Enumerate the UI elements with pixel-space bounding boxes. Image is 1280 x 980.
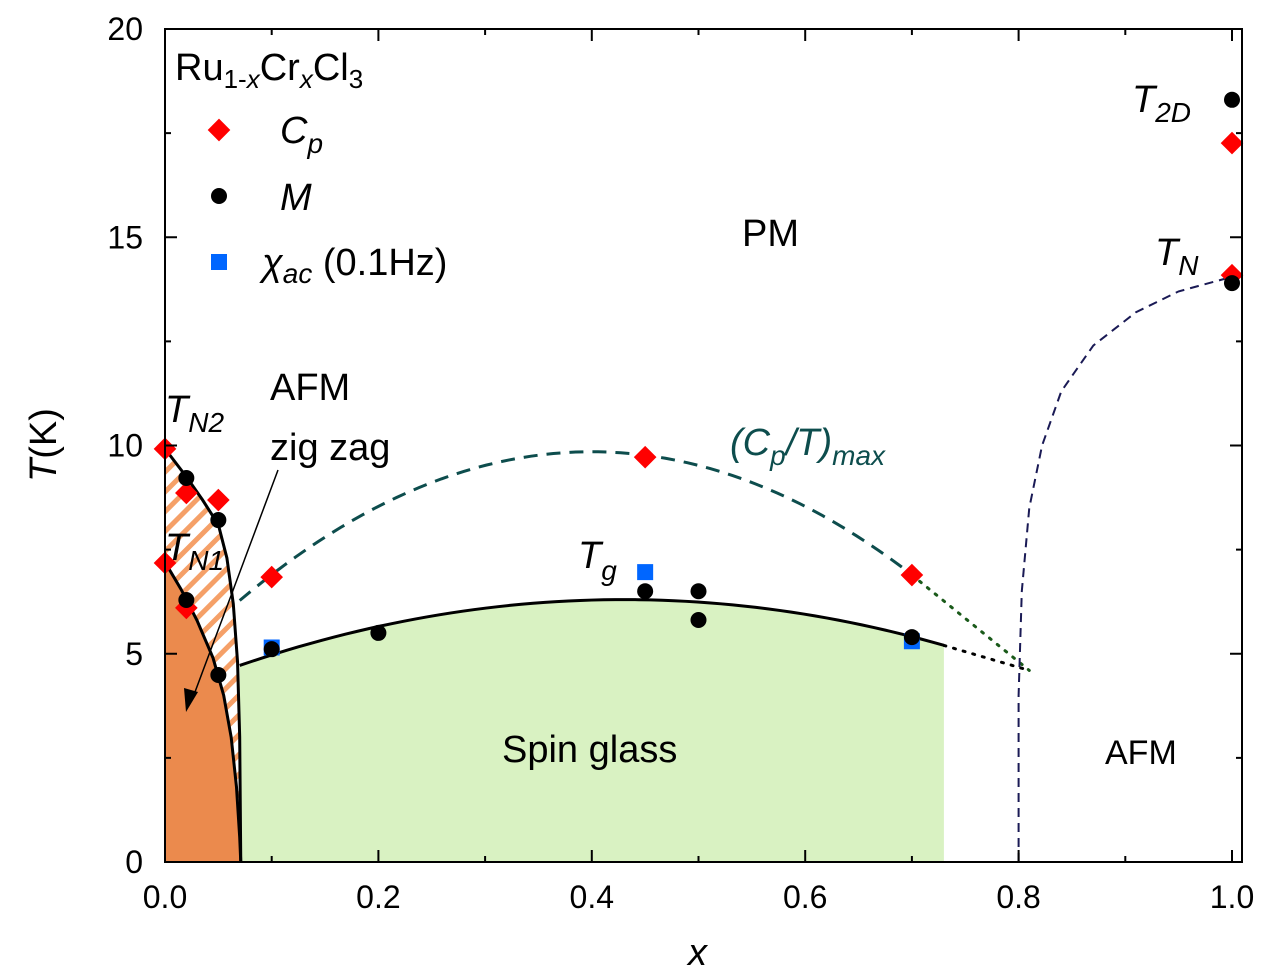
y-axis-label: T(K) [23, 408, 65, 482]
hatched-region [165, 448, 241, 862]
label-tg: Tg [578, 535, 617, 586]
chi-ac-data-point [637, 564, 654, 581]
cpt-max-curve [238, 450, 913, 602]
label-tn2: TN2 [165, 389, 224, 438]
cp-data-point [207, 488, 230, 512]
legend-m-marker [211, 188, 227, 204]
y-tick-label: 5 [125, 636, 143, 672]
x-axis-label: x [686, 932, 709, 974]
spin-glass-extension [942, 643, 1031, 672]
m-data-point [1224, 91, 1240, 108]
y-tick-label: 0 [125, 844, 143, 880]
cp-data-point [1220, 131, 1244, 155]
y-tick-label: 10 [107, 428, 143, 464]
m-data-point [370, 624, 387, 641]
compound-formula: Ru1-xCrxCl3 [175, 47, 363, 94]
tn2-curve [165, 447, 243, 862]
legend-chi-label: χac (0.1Hz) [259, 242, 447, 289]
m-data-point [1224, 275, 1240, 292]
y-tick-label: 20 [107, 11, 143, 47]
spin-glass-region [239, 599, 944, 862]
m-data-point [210, 512, 227, 529]
label-pm: PM [742, 213, 799, 255]
x-tick-label: 0.4 [570, 879, 614, 915]
x-tick-label: 0.0 [143, 879, 187, 915]
x-tick-label: 1.0 [1210, 879, 1254, 915]
legend: Cp M χac (0.1Hz) [207, 110, 447, 289]
label-afm: AFM [1105, 734, 1177, 772]
legend-m-label: M [280, 177, 312, 219]
m-data-point [210, 666, 227, 683]
m-data-point [690, 612, 707, 629]
afm-boundary-curve [1017, 275, 1233, 862]
label-spin-glass: Spin glass [502, 729, 677, 771]
cp-data-point [633, 445, 657, 469]
m-data-point [690, 583, 707, 600]
m-data-point [178, 592, 195, 609]
label-cpt-max: (Cp/T)max [730, 422, 886, 471]
x-tick-label: 0.6 [783, 879, 827, 915]
zigzag-arrow [191, 469, 279, 701]
label-tn: TN [1155, 232, 1199, 281]
cp-data-point [260, 565, 284, 589]
y-tick-label: 15 [107, 219, 143, 255]
m-data-point [903, 629, 920, 646]
legend-cp-marker [207, 118, 231, 142]
m-data-point [178, 469, 195, 486]
label-afm-zigzag-2: zig zag [270, 427, 390, 469]
cp-data-point [900, 563, 924, 587]
m-data-point [637, 583, 654, 600]
label-afm-zigzag: AFM [270, 367, 350, 409]
label-tn1: TN1 [165, 527, 224, 576]
x-tick-label: 0.8 [996, 879, 1040, 915]
legend-chi-marker [211, 254, 227, 270]
spin-glass-curve [239, 598, 945, 667]
m-data-point [263, 641, 280, 658]
x-tick-label: 0.2 [356, 879, 400, 915]
legend-cp-label: Cp [280, 110, 323, 159]
afm-zigzag-region [165, 562, 241, 862]
arrow-head-icon [184, 688, 198, 712]
label-t2d: T2D [1132, 79, 1191, 128]
